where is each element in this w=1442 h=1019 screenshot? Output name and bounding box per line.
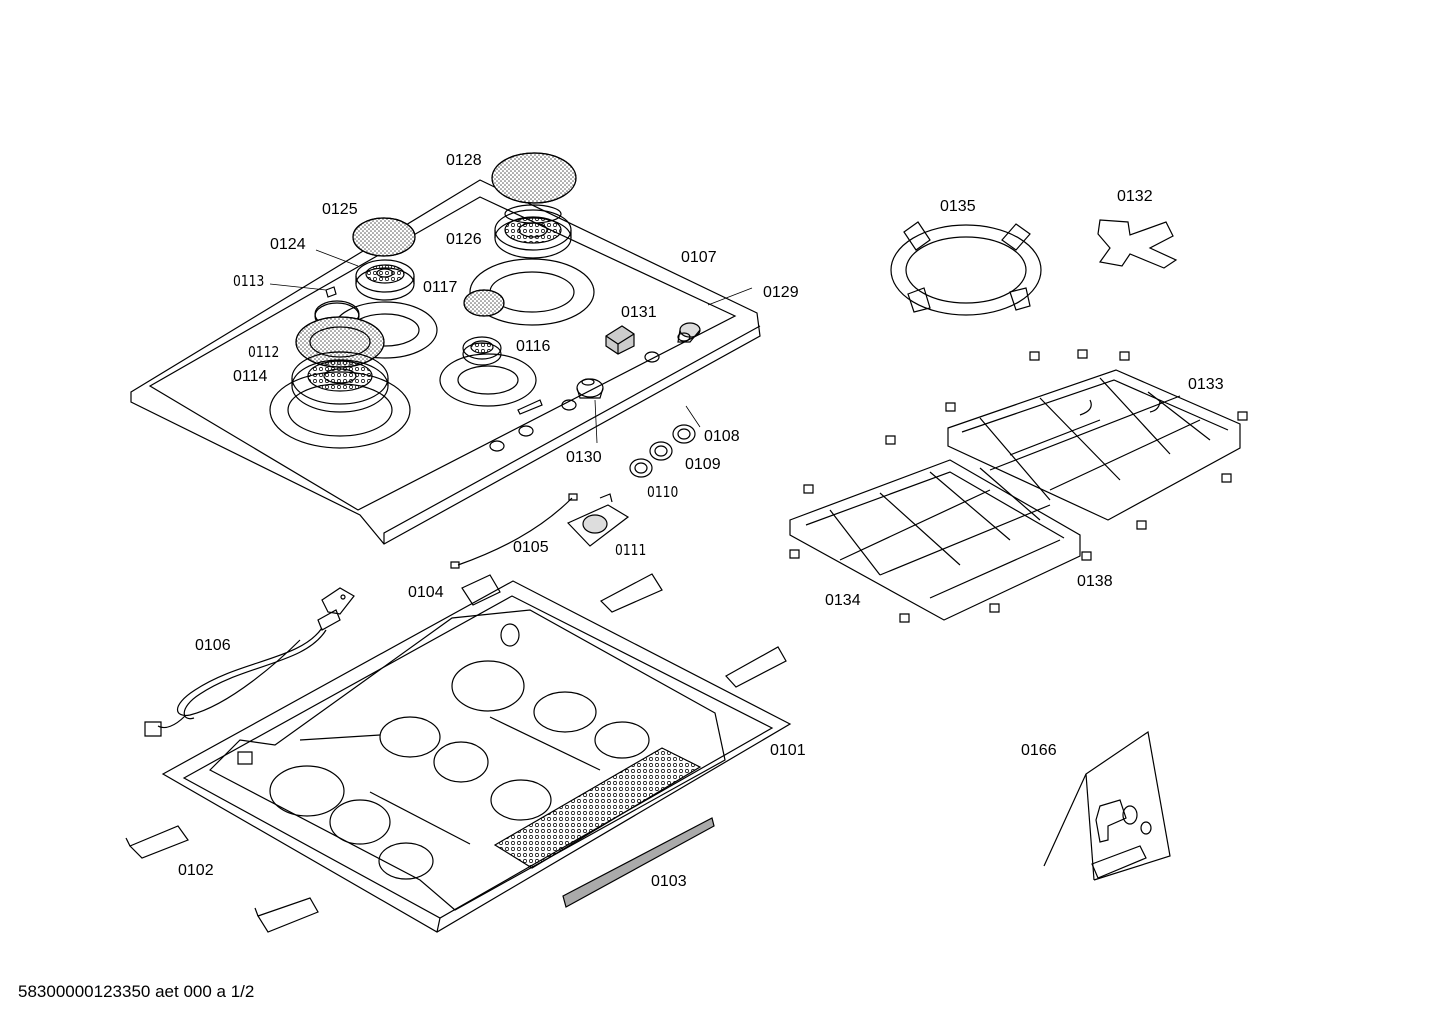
part-label-0133: 0133 [1188, 376, 1224, 393]
part-label-0116: 0116 [516, 338, 551, 355]
pan-support-left [790, 350, 1247, 622]
mounting-clip-2 [255, 898, 318, 932]
burner-head-semi-rapid [356, 260, 414, 300]
part-label-0113: 0113 [233, 272, 265, 290]
part-label-0138: 0138 [1077, 573, 1113, 590]
part-label-0131: 0131 [621, 304, 657, 321]
mounting-clip-3 [601, 574, 662, 612]
part-label-0102: 0102 [178, 862, 214, 879]
wok-support-ring [891, 222, 1041, 315]
part-label-0109: 0109 [685, 456, 721, 473]
seal-rings [630, 425, 695, 477]
part-label-0135: 0135 [940, 198, 976, 215]
part-label-0134: 0134 [825, 592, 861, 609]
conversion-kit-bag [1044, 732, 1170, 880]
electrode-clip [326, 287, 336, 297]
part-label-0103: 0103 [651, 873, 687, 890]
part-label-0107: 0107 [681, 249, 717, 266]
knob-cap [678, 323, 700, 342]
part-label-0104: 0104 [408, 584, 444, 601]
mounting-clip-4 [726, 647, 786, 687]
part-label-0126: 0126 [446, 231, 482, 248]
part-label-0108: 0108 [704, 428, 740, 445]
bottom-tray [163, 581, 790, 932]
ignition-cable [451, 494, 577, 568]
part-label-0112: 0112 [248, 343, 280, 361]
ignition-module [568, 494, 628, 546]
part-label-0114: 0114 [233, 368, 268, 385]
part-label-0166: 0166 [1021, 742, 1057, 759]
part-label-0132: 0132 [1117, 188, 1153, 205]
part-label-0105: 0105 [513, 539, 549, 556]
part-label-0125: 0125 [322, 201, 358, 218]
part-label-0110: 0110 [647, 483, 679, 501]
burner-head-rapid [495, 205, 571, 258]
burner-head-auxiliary [463, 337, 501, 365]
leader-lines [270, 250, 752, 443]
ignition-knob [577, 379, 603, 398]
part-label-0101: 0101 [770, 742, 806, 759]
control-knob [606, 326, 634, 354]
part-label-0117: 0117 [423, 279, 458, 296]
part-label-0106: 0106 [195, 637, 231, 654]
sealing-strip [563, 818, 714, 907]
part-label-0111: 0111 [615, 541, 647, 559]
part-label-0129: 0129 [763, 284, 799, 301]
burner-cap-small [464, 290, 504, 316]
part-label-0128: 0128 [446, 152, 482, 169]
wok-burner-head [292, 317, 388, 412]
burner-cap-medium [353, 218, 415, 256]
mounting-bracket [462, 575, 500, 605]
simmer-plate [1098, 220, 1176, 268]
power-cord [145, 588, 354, 736]
mounting-clip-1 [126, 826, 188, 858]
part-label-0124: 0124 [270, 236, 306, 253]
burner-cap-large [492, 153, 576, 203]
document-reference: 58300000123350 aet 000 a 1/2 [18, 982, 255, 1001]
pan-support-right [948, 370, 1240, 520]
part-label-0130: 0130 [566, 449, 602, 466]
